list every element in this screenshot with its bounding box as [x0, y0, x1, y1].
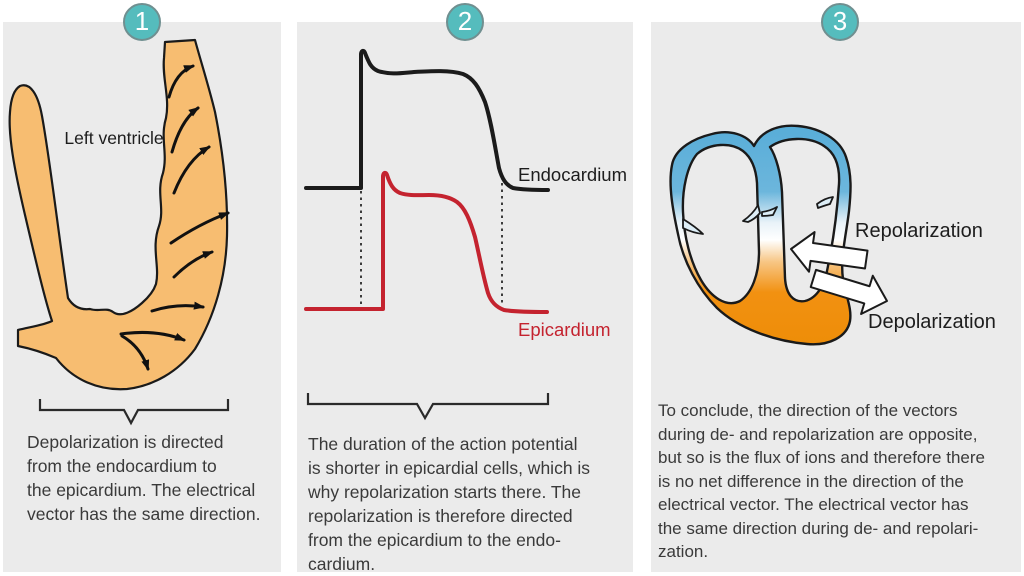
caption-line: The duration of the action potential [308, 434, 578, 454]
heart-cross-section [669, 124, 852, 346]
repolarization-label: Repolarization [855, 220, 983, 242]
step-2-badge: 2 [446, 3, 484, 41]
epicardium-label: Epicardium [518, 319, 611, 340]
caption-line: the epicardium. The electrical [27, 480, 256, 500]
valve-flaps [682, 196, 834, 235]
depolarization-label: Depolarization [868, 311, 996, 333]
caption-panel2: The duration of the action potential is … [308, 432, 590, 576]
panel-action-potentials [297, 22, 633, 572]
epicardium-action-potential-curve [304, 170, 549, 314]
caption-line: cardium. [308, 554, 376, 574]
step-3-badge: 3 [821, 3, 859, 41]
caption-line: from the endocardium to [27, 456, 217, 476]
endocardium-action-potential-curve [304, 48, 550, 192]
caption-line: from the epicardium to the endo- [308, 530, 561, 550]
caption-line: but so is the flux of ions and therefore… [658, 448, 985, 467]
caption-line: Depolarization is directed [27, 432, 224, 452]
endocardium-label: Endocardium [518, 164, 628, 185]
left-ventricle-label: Left ventricle [64, 128, 164, 148]
caption-panel1: Depolarization is directed from the endo… [27, 430, 260, 526]
bracket-panel1 [38, 399, 230, 426]
caption-line: vector has the same direction. [27, 504, 261, 524]
step-2-number: 2 [457, 6, 473, 36]
caption-panel3: To conclude, the direction of the vector… [658, 399, 985, 564]
caption-line: during de- and repolarization are opposi… [658, 424, 978, 444]
bracket-panel2 [306, 393, 550, 421]
step-3-number: 3 [832, 6, 848, 36]
caption-line: is shorter in epicardial cells, which is [308, 458, 591, 478]
depolarization-direction-arrows [119, 64, 230, 371]
caption-line: repolarization is therefore directed [308, 506, 573, 526]
caption-line: zation. [658, 542, 709, 561]
dotted-duration-markers [360, 183, 503, 308]
caption-line: the same direction during de- and repola… [658, 518, 979, 538]
step-1-badge: 1 [123, 3, 161, 41]
repolarization-block-arrow [790, 231, 869, 273]
depolarization-block-arrow [809, 268, 888, 315]
caption-line: To conclude, the direction of the vector… [658, 401, 958, 420]
caption-line: is no net difference in the direction of… [658, 471, 964, 491]
caption-line: why repolarization starts there. The [308, 482, 582, 502]
caption-line: electrical vector. The electrical vector… [658, 495, 969, 514]
left-ventricle-shape [8, 38, 229, 391]
step-1-number: 1 [134, 6, 150, 36]
